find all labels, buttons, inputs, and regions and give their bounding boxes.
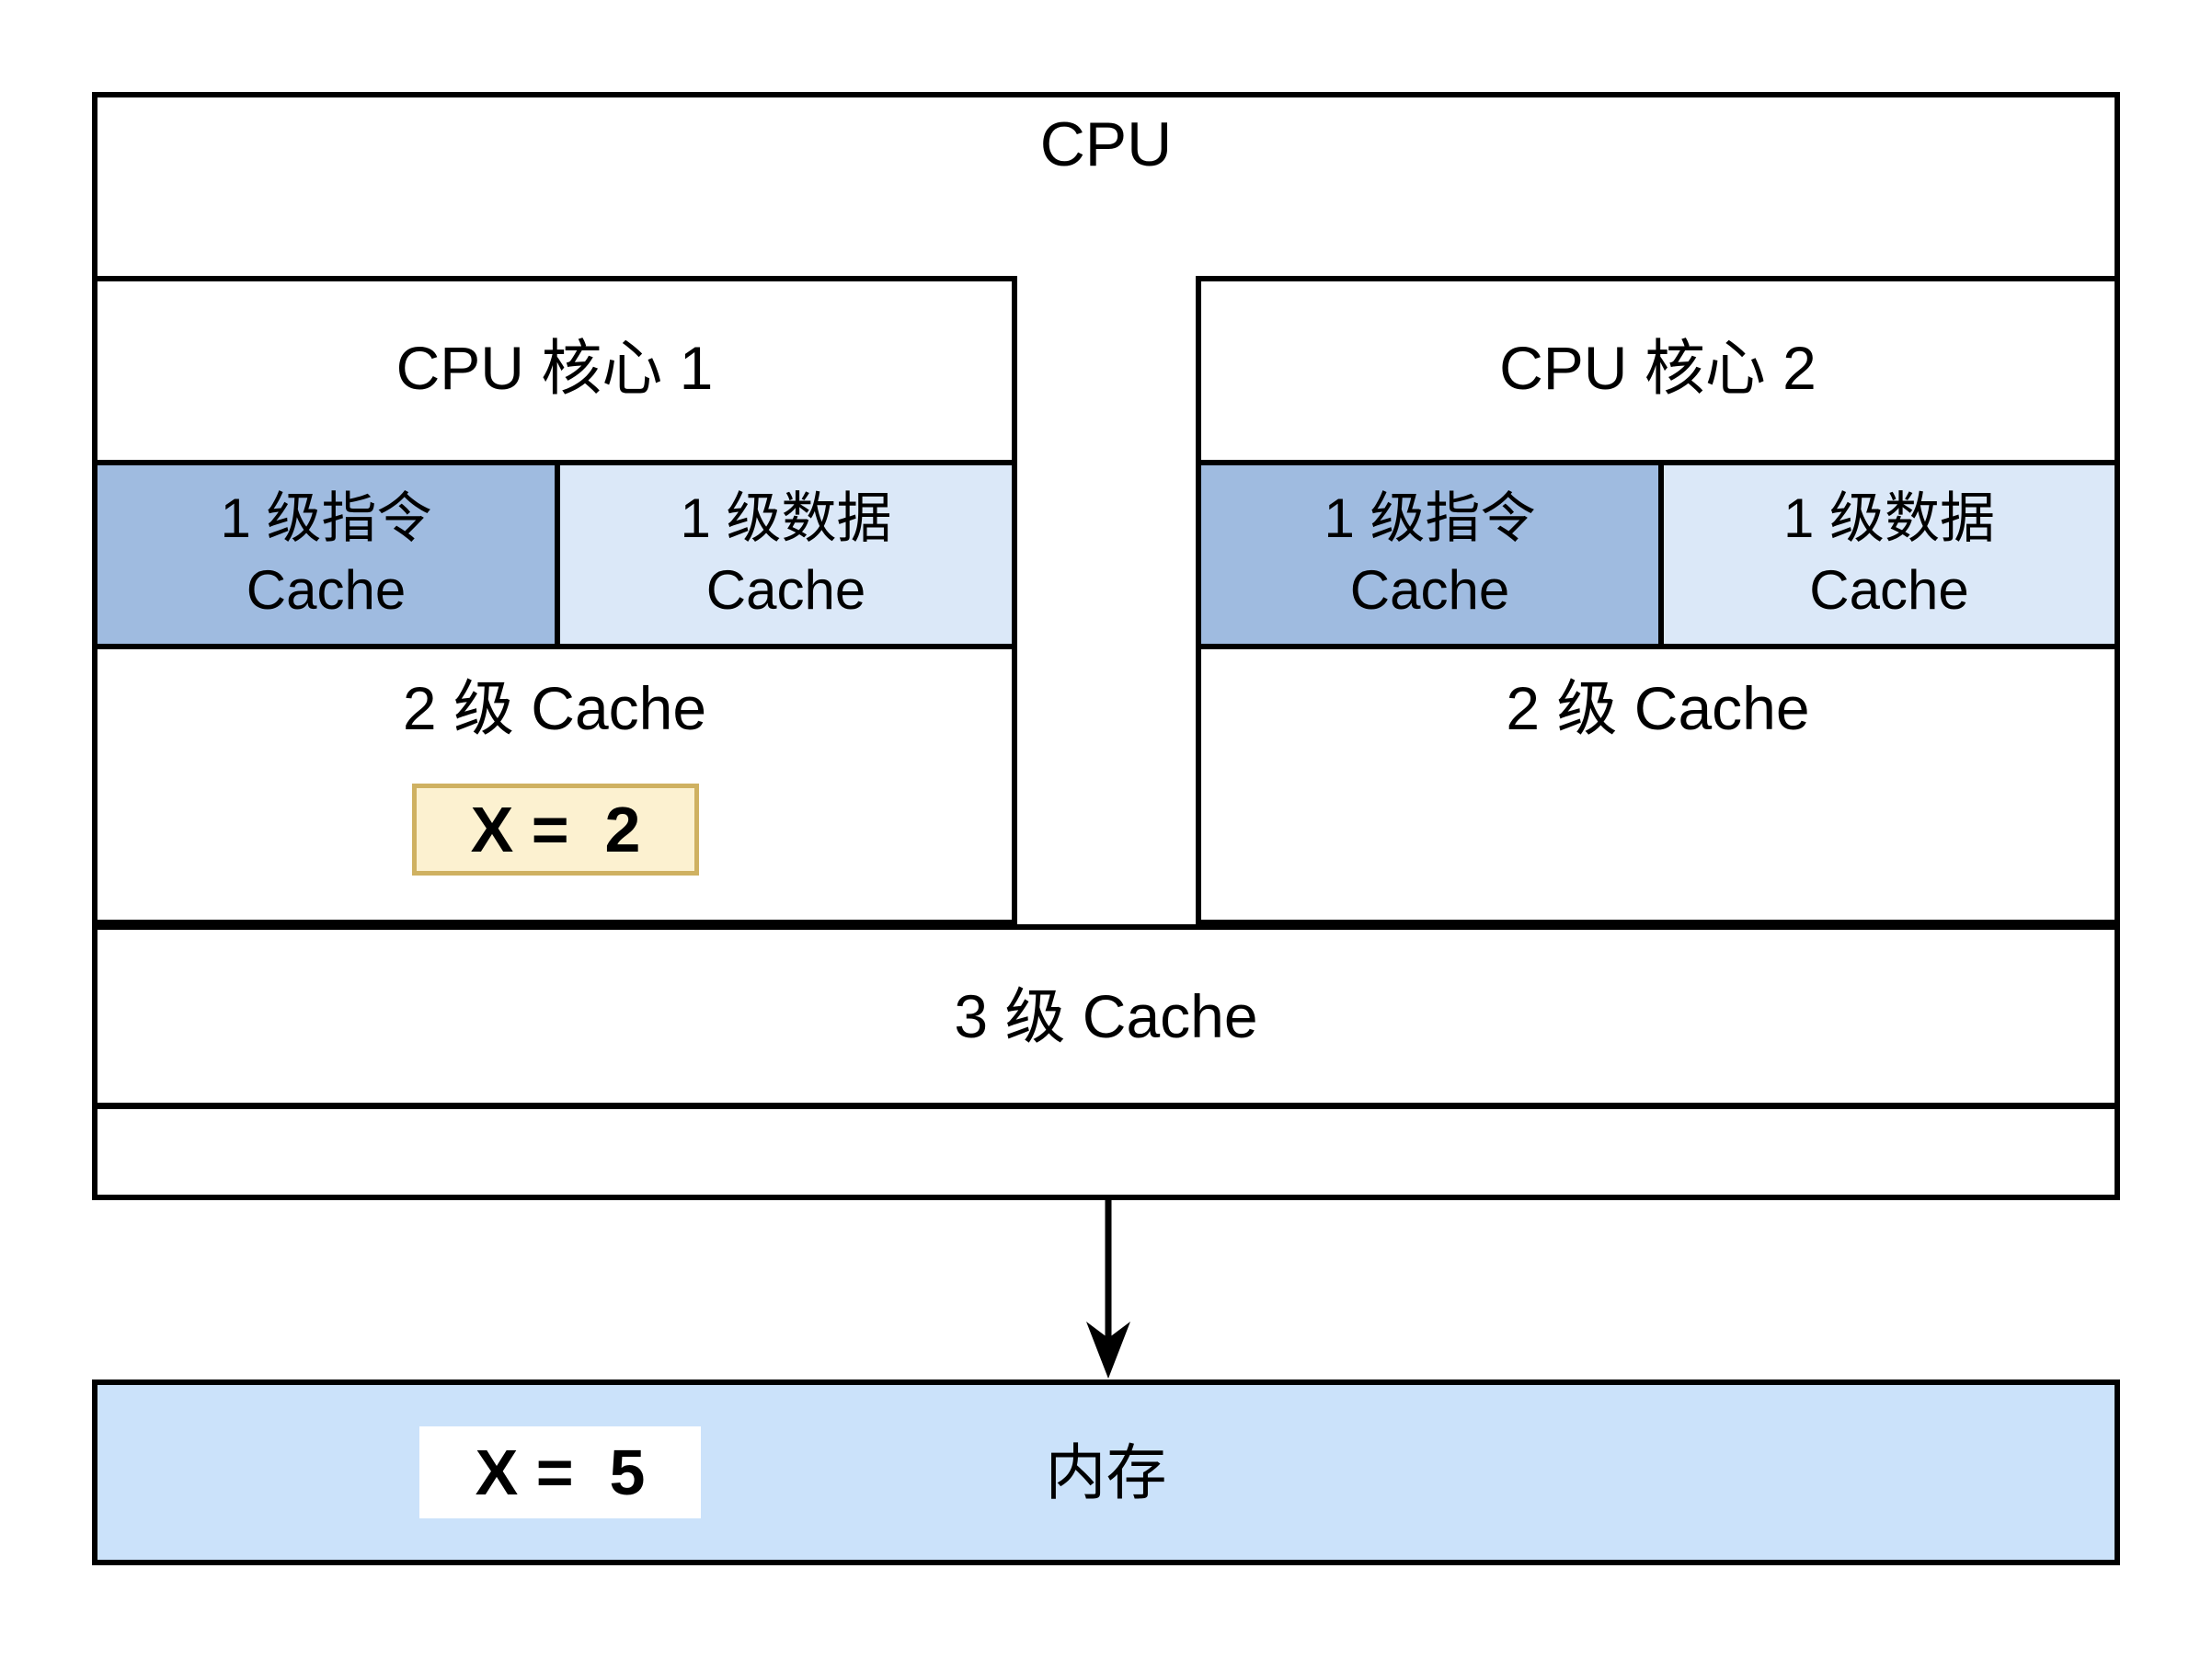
cpu-bottom-row [92,1104,2120,1200]
core1-l1-data-line2: Cache [705,559,866,621]
core2-l1-instruction-line2: Cache [1349,559,1510,621]
memory-value-box: X = 5 [419,1426,701,1518]
core2-l2-cache-label: 2 级 Cache [1506,674,1810,742]
core2-l1-instruction-line1: 1 级指令 [1324,487,1536,549]
core1-l1-instruction-cache: 1 级指令 Cache [92,460,560,649]
cpu-title: CPU [1039,109,1173,179]
memory-label: 内存 [1045,1438,1167,1506]
core1-l1-data-cache: 1 级数据 Cache [555,460,1017,649]
core2-l1-data-line2: Cache [1809,559,1969,621]
core1-l1-instruction-line1: 1 级指令 [220,487,432,549]
core1-l1-instruction-line2: Cache [246,559,407,621]
core2-l1-data-cache: 1 级数据 Cache [1658,460,2120,649]
core1-l2-value-box: X = 2 [412,784,699,876]
cpu-core1-title: CPU 核心 1 [395,334,714,402]
core2-l1-data-line1: 1 级数据 [1782,487,1996,549]
core1-l1-data-line1: 1 级数据 [680,487,892,549]
l3-cache-row: 3 级 Cache [92,924,2120,1108]
core1-l2-cache-label: 2 级 Cache [402,674,707,742]
core2-l1-instruction-cache: 1 级指令 Cache [1196,460,1664,649]
cpu-core2-title: CPU 核心 2 [1499,334,1817,402]
down-arrow-icon [1086,1198,1130,1379]
